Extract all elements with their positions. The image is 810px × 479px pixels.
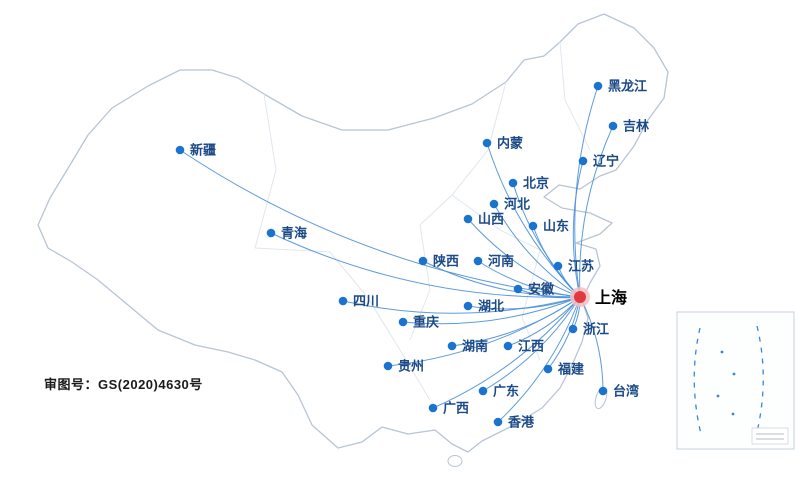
- hainan-island: [447, 455, 463, 467]
- province-label: 江西: [518, 339, 544, 354]
- province-dot: [447, 341, 457, 351]
- nine-dash-line-right: [755, 325, 764, 437]
- map-approval-number: 审图号：GS(2020)4630号: [44, 377, 203, 392]
- route-line: [387, 296, 581, 367]
- province-label: 浙江: [583, 322, 609, 337]
- inset-frame: [676, 311, 795, 450]
- province-label: 福建: [557, 362, 584, 377]
- province-dot: [493, 417, 503, 427]
- province-label: 山西: [478, 212, 504, 227]
- province-label: 贵州: [398, 359, 424, 374]
- province-dot: [608, 121, 618, 131]
- province-border: [419, 81, 507, 226]
- nine-dash-line-left: [693, 327, 702, 435]
- province-dot: [463, 301, 473, 311]
- province-dot: [568, 324, 578, 334]
- inset-island: [732, 372, 736, 376]
- province-dot: [578, 156, 588, 166]
- inset-island: [720, 350, 724, 354]
- route-line: [270, 232, 581, 298]
- province-label: 新疆: [190, 143, 216, 158]
- province-label: 江苏: [568, 259, 594, 274]
- province-dots: [175, 81, 618, 427]
- route-line: [477, 260, 581, 298]
- province-label: 陕西: [433, 254, 459, 269]
- province-dot: [428, 403, 438, 413]
- province-label: 重庆: [413, 315, 439, 330]
- province-label: 青海: [281, 226, 307, 241]
- province-label: 香港: [507, 415, 535, 430]
- province-border: [254, 247, 369, 299]
- province-label: 河北: [504, 197, 530, 212]
- province-dot: [543, 364, 553, 374]
- province-label: 广东: [493, 384, 519, 399]
- inset-island: [716, 394, 720, 398]
- province-dot: [489, 199, 499, 209]
- province-dot: [513, 284, 523, 294]
- route-line: [482, 296, 581, 392]
- province-dot: [503, 341, 513, 351]
- province-border: [367, 297, 431, 401]
- province-border: [451, 194, 541, 251]
- province-dot: [593, 81, 603, 91]
- route-line: [432, 296, 581, 409]
- province-dot: [338, 296, 348, 306]
- province-label: 吉林: [623, 119, 649, 134]
- province-dot: [598, 386, 608, 396]
- route-line: [579, 125, 614, 298]
- province-dot: [473, 256, 483, 266]
- china-outline: [37, 13, 669, 467]
- route-line: [467, 218, 581, 298]
- hub-dot: [574, 291, 586, 303]
- province-label: 台湾: [613, 384, 639, 399]
- inset-island: [731, 412, 735, 416]
- route-line: [493, 203, 581, 298]
- south-china-sea-inset: [676, 311, 795, 450]
- province-dot: [508, 178, 518, 188]
- province-dot: [418, 256, 428, 266]
- route-line: [402, 296, 581, 325]
- province-label: 河南: [488, 254, 514, 269]
- route-line: [342, 296, 581, 314]
- province-dot: [463, 214, 473, 224]
- province-label: 安徽: [528, 282, 555, 297]
- route-line: [497, 296, 581, 423]
- province-dot: [478, 386, 488, 396]
- province-dot: [528, 221, 538, 231]
- province-label: 湖南: [462, 339, 488, 354]
- hub-label: 上海: [595, 288, 627, 307]
- province-label: 辽宁: [593, 154, 619, 169]
- shanghai-hub: 上海: [570, 287, 627, 307]
- province-dot: [482, 138, 492, 148]
- route-line: [422, 260, 581, 298]
- province-dot: [266, 228, 276, 238]
- province-border: [521, 249, 541, 361]
- inset-scale-box: [751, 427, 789, 445]
- province-label: 内蒙: [497, 136, 523, 151]
- province-dot: [383, 361, 393, 371]
- province-label: 北京: [523, 176, 549, 191]
- province-label: 山东: [543, 219, 569, 234]
- province-border: [559, 41, 591, 151]
- route-line: [467, 296, 581, 310]
- province-border: [254, 93, 277, 249]
- mainland-outline: [37, 13, 669, 453]
- province-label: 四川: [353, 294, 379, 309]
- route-line: [572, 160, 584, 298]
- province-dot: [175, 145, 185, 155]
- province-dot: [398, 317, 408, 327]
- province-label: 广西: [443, 401, 469, 416]
- province-label: 黑龙江: [608, 79, 647, 94]
- province-dot: [553, 261, 563, 271]
- province-label: 湖北: [478, 299, 504, 314]
